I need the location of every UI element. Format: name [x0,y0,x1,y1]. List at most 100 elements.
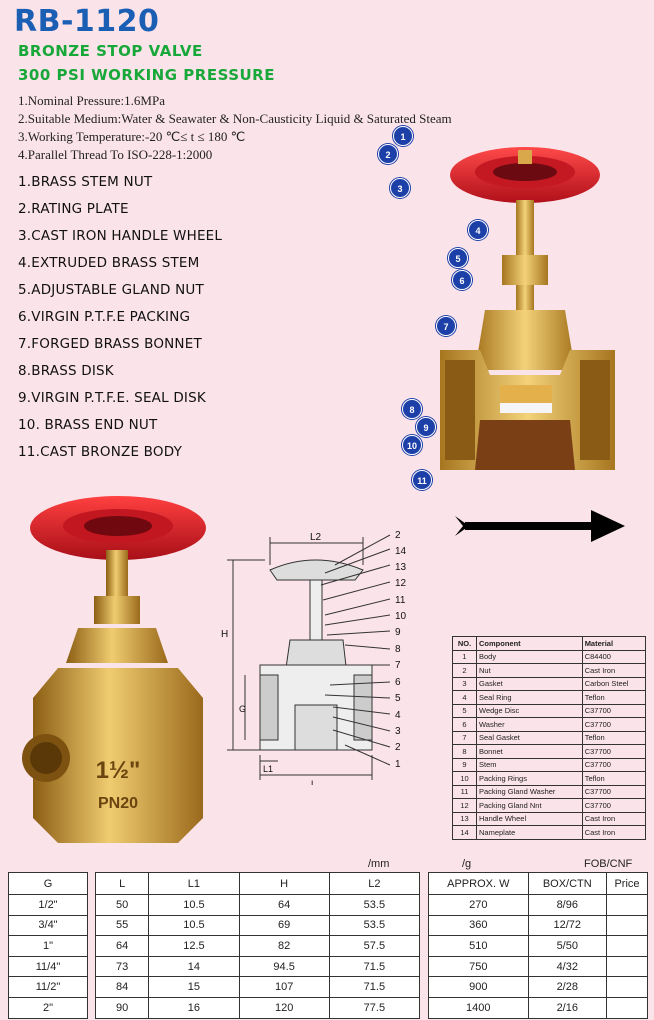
parts-list: 1.BRASS STEM NUT 2.RATING PLATE 3.CAST I… [18,172,222,469]
table-cell: Nameplate [476,825,583,840]
table-cell: 12 [452,798,477,813]
spec-item: 1.Nominal Pressure:1.6MPa [18,93,165,108]
table-cell: 2/28 [527,976,608,998]
table-cell: 11/2" [8,976,88,998]
callout-marker: 6 [452,270,472,290]
technical-drawing: L2 H G L1 L 2 14 13 12 11 10 9 8 7 6 5 4… [215,525,420,789]
callout-marker: 7 [436,316,456,336]
table-cell: 12.5 [148,935,240,957]
part-item: 9.VIRGIN P.T.F.E. SEAL DISK [18,390,206,406]
table-cell: 750 [428,955,529,978]
table-cell: 1/2" [8,894,88,916]
table-cell: Body [476,649,583,664]
table-cell: Teflon [581,730,647,745]
col-h: H [238,872,330,895]
drawing-part-number: 5 [395,693,401,704]
table-cell: Stem [476,757,583,772]
table-cell: C84400 [581,649,647,664]
drawing-part-number: 2 [395,742,401,753]
pressure-subtitle: 300 PSI WORKING PRESSURE [18,66,275,84]
table-cell: 5 [452,703,477,718]
part-item: 10. BRASS END NUT [18,417,158,433]
callout-marker: 8 [402,399,422,419]
col-l2: L2 [328,872,421,895]
table-cell [606,996,648,1019]
table-cell: 8 [452,744,477,759]
drawing-part-number: 6 [395,677,401,688]
table-cell: Handle Wheel [476,811,583,826]
callout-marker: 1 [393,126,413,146]
table-header-row: L L1 H L2 [94,872,421,895]
spec-item: 4.Parallel Thread To ISO-228-1:2000 [18,147,213,162]
table-cell: Packing Gland Washer [476,784,583,799]
table-cell: 107 [238,976,330,998]
part-item: 11.CAST BRONZE BODY [18,444,183,460]
dim-g-label: G [239,704,246,714]
table-cell: 10.5 [148,914,240,937]
table-cell [606,914,648,937]
table-cell: 1" [8,935,88,957]
table-cell: Cast Iron [581,825,647,840]
table-cell: Washer [476,717,583,732]
table-cell: Bonnet [476,744,583,759]
table-cell: Packing Gland Nnt [476,798,583,813]
table-cell [606,935,648,957]
material-col-component: Component [476,636,583,651]
table-cell: 2 [452,663,477,678]
table-cell: 8/96 [527,894,608,916]
table-cell: 11/4" [8,955,88,978]
photo-brand-marking: PN20 [98,795,138,812]
callout-marker: 2 [378,144,398,164]
table-cell: 4/32 [527,955,608,978]
drawing-part-number: 7 [395,660,401,671]
drawing-part-number: 4 [395,710,401,721]
part-item: 3.CAST IRON HANDLE WHEEL [18,228,223,244]
table-cell: Cast Iron [581,663,647,678]
table-cell: 71.5 [328,976,421,998]
table-cell: 69 [238,914,330,937]
dim-l-label: L [311,779,316,785]
table-cell: Gasket [476,676,583,691]
table-cell: 84 [94,976,150,998]
table-cell: Teflon [581,690,647,705]
drawing-part-number: 2 [395,530,401,541]
unit-fob: FOB/CNF [584,858,633,870]
spec-item: 3.Working Temperature:-20 ℃≤ t ≤ 180 ℃ [18,129,246,144]
drawing-part-number: 9 [395,627,401,638]
table-cell: 57.5 [328,935,421,957]
col-box: BOX/CTN [527,872,608,895]
table-cell: 14 [452,825,477,840]
callout-marker: 10 [402,435,422,455]
table-cell: C37700 [581,798,647,813]
drawing-part-number: 12 [395,578,407,589]
part-item: 7.FORGED BRASS BONNET [18,336,202,352]
col-l1: L1 [148,872,240,895]
valve-photo: 1½" PN20 [18,488,213,848]
table-cell: Teflon [581,771,647,786]
table-cell: 77.5 [328,996,421,1019]
dim-h-label: H [221,629,228,640]
dim-l2-label: L2 [310,532,322,543]
table-cell: Nut [476,663,583,678]
callout-marker: 11 [412,470,432,490]
table-cell: 120 [238,996,330,1019]
table-row: 1" [8,935,88,957]
table-cell: 82 [238,935,330,957]
col-g: G [8,872,88,895]
table-row: 11/2" [8,976,88,998]
table-cell: 6 [452,717,477,732]
table-cell: 10.5 [148,894,240,916]
